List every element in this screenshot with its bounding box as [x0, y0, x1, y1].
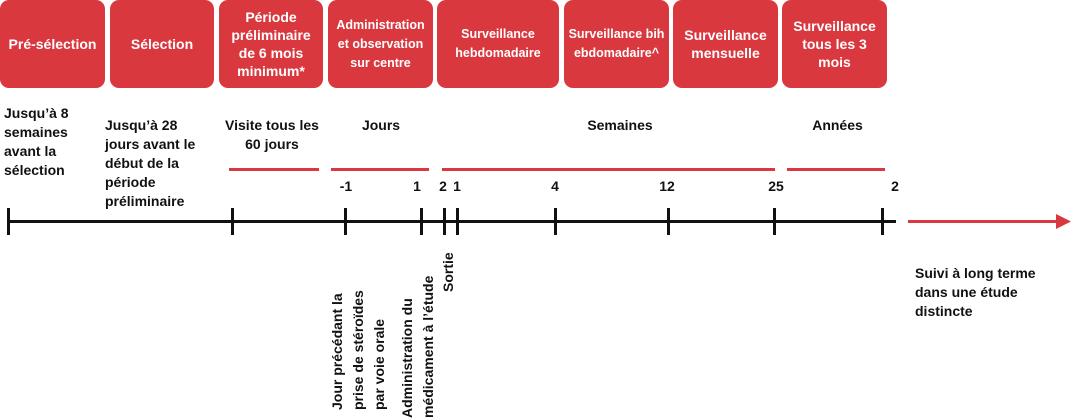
tick-label: -1 [339, 178, 353, 194]
desc-selection: Jusqu’à 28 jours avant le début de la pé… [105, 117, 196, 209]
desc-years: Années [812, 117, 863, 133]
range-line-days [331, 168, 429, 171]
event-administration: Administration du médicament à l’étude [397, 250, 439, 418]
tick-label: 2 [891, 178, 899, 194]
desc-weeks: Semaines [587, 117, 653, 133]
tick-label: 1 [413, 178, 421, 194]
tick [7, 208, 10, 235]
desc-preliminary: Visite tous les 60 jours [225, 117, 319, 152]
tick-label: 2 [439, 178, 447, 194]
tick-label: 1 [453, 178, 461, 194]
tick [881, 208, 884, 235]
event-administration-text: Administration du médicament à l’étude [399, 275, 436, 418]
timeline-axis [8, 220, 896, 223]
tick [344, 208, 347, 235]
desc-days: Jours [361, 117, 401, 133]
range-line-preliminary [229, 168, 319, 171]
tick [456, 208, 459, 235]
tick [420, 208, 423, 235]
event-exit: Sortie [440, 252, 456, 292]
followup-text: Suivi à long terme dans une étude distin… [915, 265, 1036, 319]
phase-box-biweekly: Surveillance bihebdomadaire^ [564, 0, 669, 88]
desc-preselection: Jusqu’à 8 semaines avant la sélection [4, 105, 69, 178]
range-line-weeks [442, 168, 775, 171]
tick [773, 208, 776, 235]
tick [443, 208, 446, 235]
phase-box-selection: Sélection [110, 0, 214, 88]
tick-label: 12 [659, 178, 675, 194]
phase-box-preselection: Pré-sélection [0, 0, 105, 88]
event-day-before: Jour précédant la prise de stéroïdes par… [327, 260, 390, 410]
tick [554, 208, 557, 235]
tick-label: 25 [768, 178, 784, 194]
followup-arrow-icon [908, 214, 1071, 229]
phase-box-quarterly: Surveillance tous les 3 mois [782, 0, 887, 88]
tick [667, 208, 670, 235]
phase-box-preliminary: Période préliminaire de 6 mois minimum* [219, 0, 323, 88]
phase-box-monthly: Surveillance mensuelle [673, 0, 778, 88]
tick-label: 4 [551, 178, 559, 194]
phase-box-administration: Administration et observation sur centre [328, 0, 433, 88]
tick [231, 208, 234, 235]
event-day-before-text: Jour précédant la prise de stéroïdes par… [329, 290, 387, 410]
phase-box-weekly: Surveillance hebdomadaire [437, 0, 559, 88]
range-line-years [787, 168, 885, 171]
